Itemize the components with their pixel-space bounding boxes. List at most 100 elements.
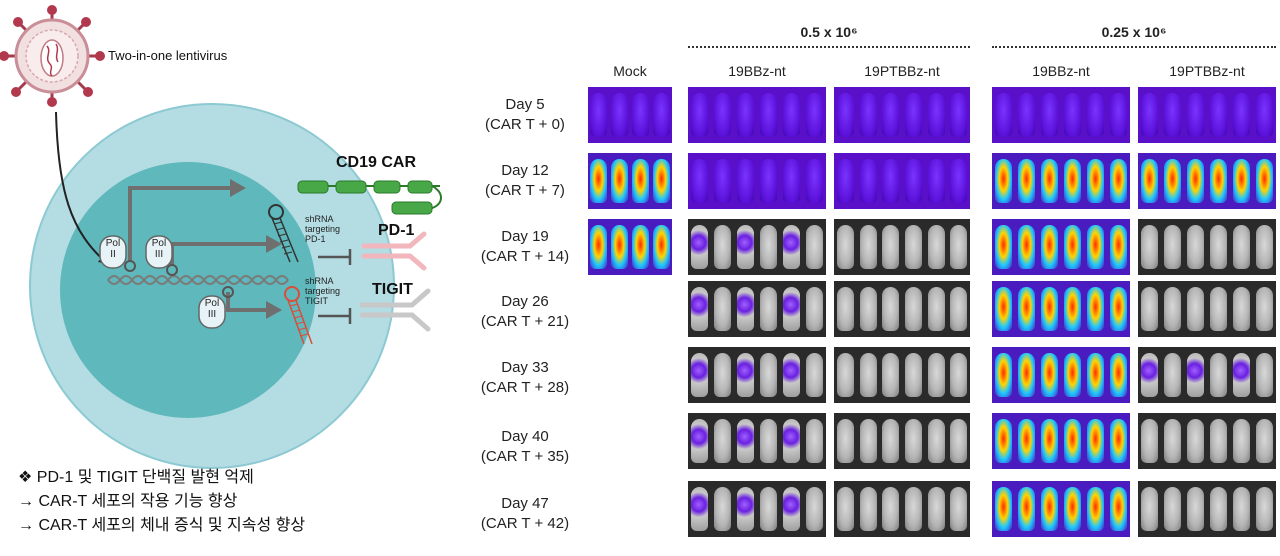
mouse-image [760, 159, 777, 203]
mouse-image [1087, 419, 1104, 463]
mouse-image [1110, 225, 1127, 269]
mouse-image [882, 353, 900, 397]
mouse-image [1164, 487, 1181, 531]
imaging-panel [1138, 153, 1276, 209]
virus-label: Two-in-one lentivirus [108, 48, 228, 63]
mouse-image [927, 487, 945, 531]
mouse-image [691, 93, 708, 137]
column-header-19bbz-high: 19BBz-nt [728, 63, 786, 79]
dna-helix [107, 275, 289, 285]
imaging-panel [834, 481, 970, 537]
mouse-image [611, 93, 628, 137]
imaging-panel [688, 413, 826, 469]
shrna-tigit-hairpin-icon [284, 286, 313, 345]
mouse-image [806, 225, 823, 269]
cd19-car-label: CD19 CAR [336, 154, 417, 171]
mouse-image [1256, 287, 1273, 331]
mouse-image [995, 487, 1012, 531]
mouse-image [995, 159, 1012, 203]
pol3-label-b: Pol III [204, 298, 220, 320]
mouse-image [1210, 93, 1227, 137]
column-header-19ptbbz-high: 19PTBBz-nt [864, 63, 940, 79]
row-sub: (CAR T + 42) [480, 515, 570, 532]
mouse-image [760, 419, 777, 463]
imaging-panel [834, 153, 970, 209]
mouse-image [1164, 419, 1181, 463]
mouse-image [1110, 287, 1127, 331]
mouse-image [611, 225, 628, 269]
mouse-image [714, 287, 731, 331]
group-divider-0-5 [688, 46, 970, 48]
column-header-mock: Mock [613, 63, 647, 79]
shrna-pd1-hairpin-icon [268, 204, 299, 263]
imaging-panel [992, 219, 1130, 275]
imaging-panel [992, 413, 1130, 469]
mouse-image [714, 225, 731, 269]
mouse-image [882, 487, 900, 531]
mouse-image [1187, 159, 1204, 203]
mouse-image [1041, 353, 1058, 397]
row-label-day5: Day 5 (CAR T + 0) [470, 95, 580, 135]
mouse-image [859, 287, 877, 331]
mouse-image [632, 93, 649, 137]
mouse-image [590, 159, 607, 203]
mouse-image [1256, 159, 1273, 203]
mouse-image [1018, 487, 1035, 531]
mouse-image [1087, 287, 1104, 331]
mouse-image [927, 93, 945, 137]
mouse-image [836, 487, 854, 531]
mouse-image [1018, 353, 1035, 397]
mouse-image [836, 353, 854, 397]
mouse-image [1141, 93, 1158, 137]
mouse-image [737, 487, 754, 531]
mouse-image [950, 93, 968, 137]
mouse-image [1041, 159, 1058, 203]
mouse-image [611, 159, 628, 203]
mouse-image [1233, 353, 1250, 397]
mouse-image [995, 287, 1012, 331]
imaging-panel [1138, 87, 1276, 143]
mouse-image [714, 419, 731, 463]
mouse-image [882, 225, 900, 269]
imaging-panel [834, 413, 970, 469]
mouse-image [927, 287, 945, 331]
summary-notes: ❖ PD-1 및 TIGIT 단백질 발현 억제 → CAR-T 세포의 작용 … [18, 466, 305, 538]
mouse-image [1210, 353, 1227, 397]
pol2-label: Pol II [105, 238, 121, 260]
imaging-panel [588, 153, 672, 209]
mouse-image [1233, 287, 1250, 331]
mouse-image [836, 159, 854, 203]
mouse-image [1210, 159, 1227, 203]
mouse-image [737, 159, 754, 203]
note-line-3: → CAR-T 세포의 체내 증식 및 지속성 향상 [18, 517, 306, 534]
group-header-0-5: 0.5 x 10⁶ [800, 24, 858, 40]
mouse-image [1064, 159, 1081, 203]
mouse-image [995, 353, 1012, 397]
mouse-image [1164, 159, 1181, 203]
row-sub: (CAR T + 0) [485, 116, 565, 133]
mouse-image [836, 287, 854, 331]
mouse-image [882, 159, 900, 203]
imaging-panel [992, 87, 1130, 143]
mouse-image [783, 487, 800, 531]
row-day: Day 5 [505, 96, 545, 113]
car-expression-arrow [128, 186, 232, 262]
mouse-image [950, 287, 968, 331]
mouse-image [1210, 225, 1227, 269]
group-divider-0-25 [992, 46, 1276, 48]
mouse-image [1164, 225, 1181, 269]
imaging-panel [588, 87, 672, 143]
mouse-image [1141, 487, 1158, 531]
imaging-panel [688, 347, 826, 403]
mouse-image [714, 93, 731, 137]
mouse-image [737, 287, 754, 331]
mouse-image [904, 159, 922, 203]
mouse-image [1256, 93, 1273, 137]
tigit-receptor-icon [359, 288, 431, 332]
mouse-image [859, 353, 877, 397]
mouse-image [1110, 419, 1127, 463]
mouse-image [1256, 225, 1273, 269]
mouse-image [760, 225, 777, 269]
mouse-image [1064, 419, 1081, 463]
imaging-panel [1138, 347, 1276, 403]
